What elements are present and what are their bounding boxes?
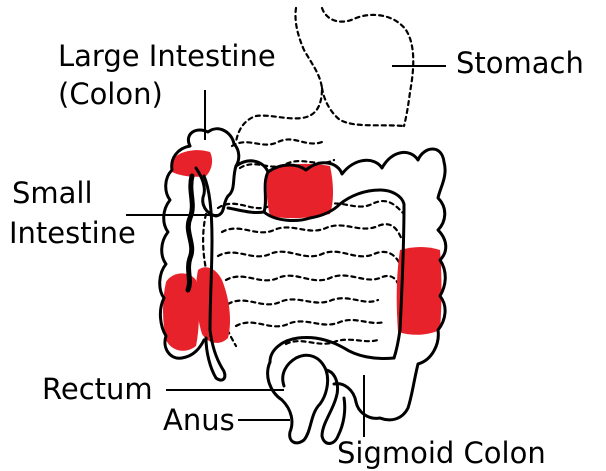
inflamed-patch-hepatic-flexure xyxy=(172,150,212,177)
inflamed-patch-ascending-colon xyxy=(163,273,199,350)
label-colon: (Colon) xyxy=(58,77,163,111)
inflamed-patch-transverse-colon xyxy=(267,164,333,218)
label-intestine: Intestine xyxy=(9,216,136,250)
label-anus: Anus xyxy=(163,403,235,437)
label-large-intestine: Large Intestine xyxy=(58,39,276,73)
label-stomach: Stomach xyxy=(456,46,584,80)
label-rectum: Rectum xyxy=(42,372,153,406)
stomach-outline xyxy=(236,8,413,142)
appendix-outline xyxy=(188,176,192,290)
inflamed-patch-appendix-region xyxy=(196,267,230,343)
label-sigmoid-colon: Sigmoid Colon xyxy=(337,436,546,470)
rectum-outline xyxy=(268,355,345,443)
label-small: Small xyxy=(12,176,93,210)
leader-lines xyxy=(126,66,446,437)
